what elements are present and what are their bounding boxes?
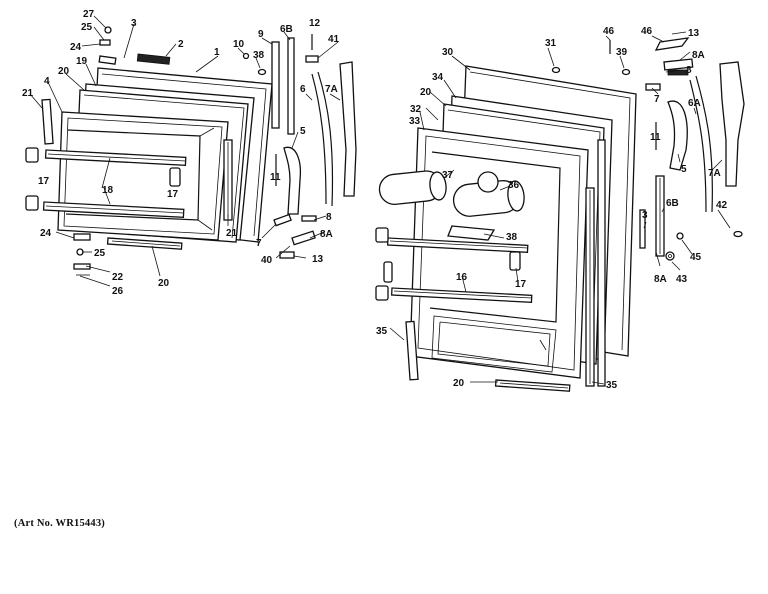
callout-1: 1	[214, 47, 220, 58]
callout-20-bottom: 20	[453, 378, 465, 389]
callout-34: 34	[432, 72, 444, 83]
callout-13-right: 13	[688, 28, 700, 39]
callout-5: 5	[300, 126, 306, 137]
callout-6A: 6A	[688, 98, 701, 109]
callout-39: 39	[616, 47, 628, 58]
callout-6B-right: 6B	[666, 198, 679, 209]
callout-10: 10	[233, 39, 245, 50]
callout-35-right: 35	[606, 380, 618, 391]
left-door-callouts	[29, 15, 341, 287]
callout-20-right: 20	[420, 87, 432, 98]
callout-21-lower: 21	[226, 228, 238, 239]
callout-25: 25	[81, 22, 93, 33]
callout-11: 11	[270, 172, 281, 183]
callout-8A-top: 8A	[692, 50, 705, 61]
callout-24-lower: 24	[40, 228, 52, 239]
callout-37: 37	[442, 170, 454, 181]
callout-30: 30	[442, 47, 454, 58]
callout-36: 36	[508, 180, 520, 191]
callout-38: 38	[253, 50, 265, 61]
callout-31: 31	[545, 38, 557, 49]
callout-8A-lower: 8A	[654, 274, 667, 285]
callout-13: 13	[312, 254, 324, 265]
callout-6: 6	[300, 84, 306, 95]
callout-38-right: 38	[506, 232, 518, 243]
callout-7A: 7A	[325, 84, 338, 95]
callout-45: 45	[690, 252, 702, 263]
callout-40: 40	[261, 255, 273, 266]
callout-43: 43	[676, 274, 688, 285]
callout-24: 24	[70, 42, 82, 53]
callout-21: 21	[22, 88, 34, 99]
callout-20: 20	[58, 66, 70, 77]
callout-26: 26	[112, 286, 124, 297]
callout-32: 32	[410, 104, 422, 115]
callout-3: 3	[131, 18, 137, 29]
callout-2: 2	[178, 39, 184, 50]
callout-17-right: 17	[167, 189, 179, 200]
left-door-label-text: 27 25 24 3 2 1 9 6B 12 10 38 41 21 4 20 …	[22, 9, 340, 297]
callout-46: 46	[603, 26, 615, 37]
callout-8: 8	[326, 212, 332, 223]
callout-19: 19	[76, 56, 88, 67]
callout-41: 41	[328, 34, 340, 45]
callout-7-right: 7	[654, 94, 660, 105]
callout-9: 9	[258, 29, 264, 40]
callout-17-right-door: 17	[515, 279, 527, 290]
callout-42: 42	[716, 200, 728, 211]
right-door-callouts	[389, 31, 731, 385]
right-door-label-text: 30 31 46 39 46 13 8A 8 34 20 32 33 37 36…	[376, 26, 728, 391]
callout-8A: 8A	[320, 229, 333, 240]
callout-12: 12	[309, 18, 321, 29]
callout-16: 16	[456, 272, 468, 283]
callout-3-right: 3	[642, 210, 648, 221]
callout-5-right: 5	[681, 164, 687, 175]
callout-20-lower: 20	[158, 278, 170, 289]
callout-4: 4	[44, 76, 50, 87]
left-door-assembly	[25, 26, 357, 276]
right-door-assembly	[375, 37, 745, 392]
callout-17-left: 17	[38, 176, 50, 187]
callout-11-right: 11	[650, 132, 661, 143]
callout-35-left: 35	[376, 326, 388, 337]
callout-25-lower: 25	[94, 248, 106, 259]
callout-27: 27	[83, 9, 95, 20]
art-number-caption: (Art No. WR15443)	[14, 518, 105, 529]
callout-33: 33	[409, 116, 421, 127]
callout-22: 22	[112, 272, 124, 283]
callout-6B: 6B	[280, 24, 293, 35]
callout-7: 7	[256, 238, 262, 249]
callout-7A-right: 7A	[708, 168, 721, 179]
callout-18: 18	[102, 185, 114, 196]
callout-46-right: 46	[641, 26, 653, 37]
callout-8-right: 8	[686, 65, 692, 76]
